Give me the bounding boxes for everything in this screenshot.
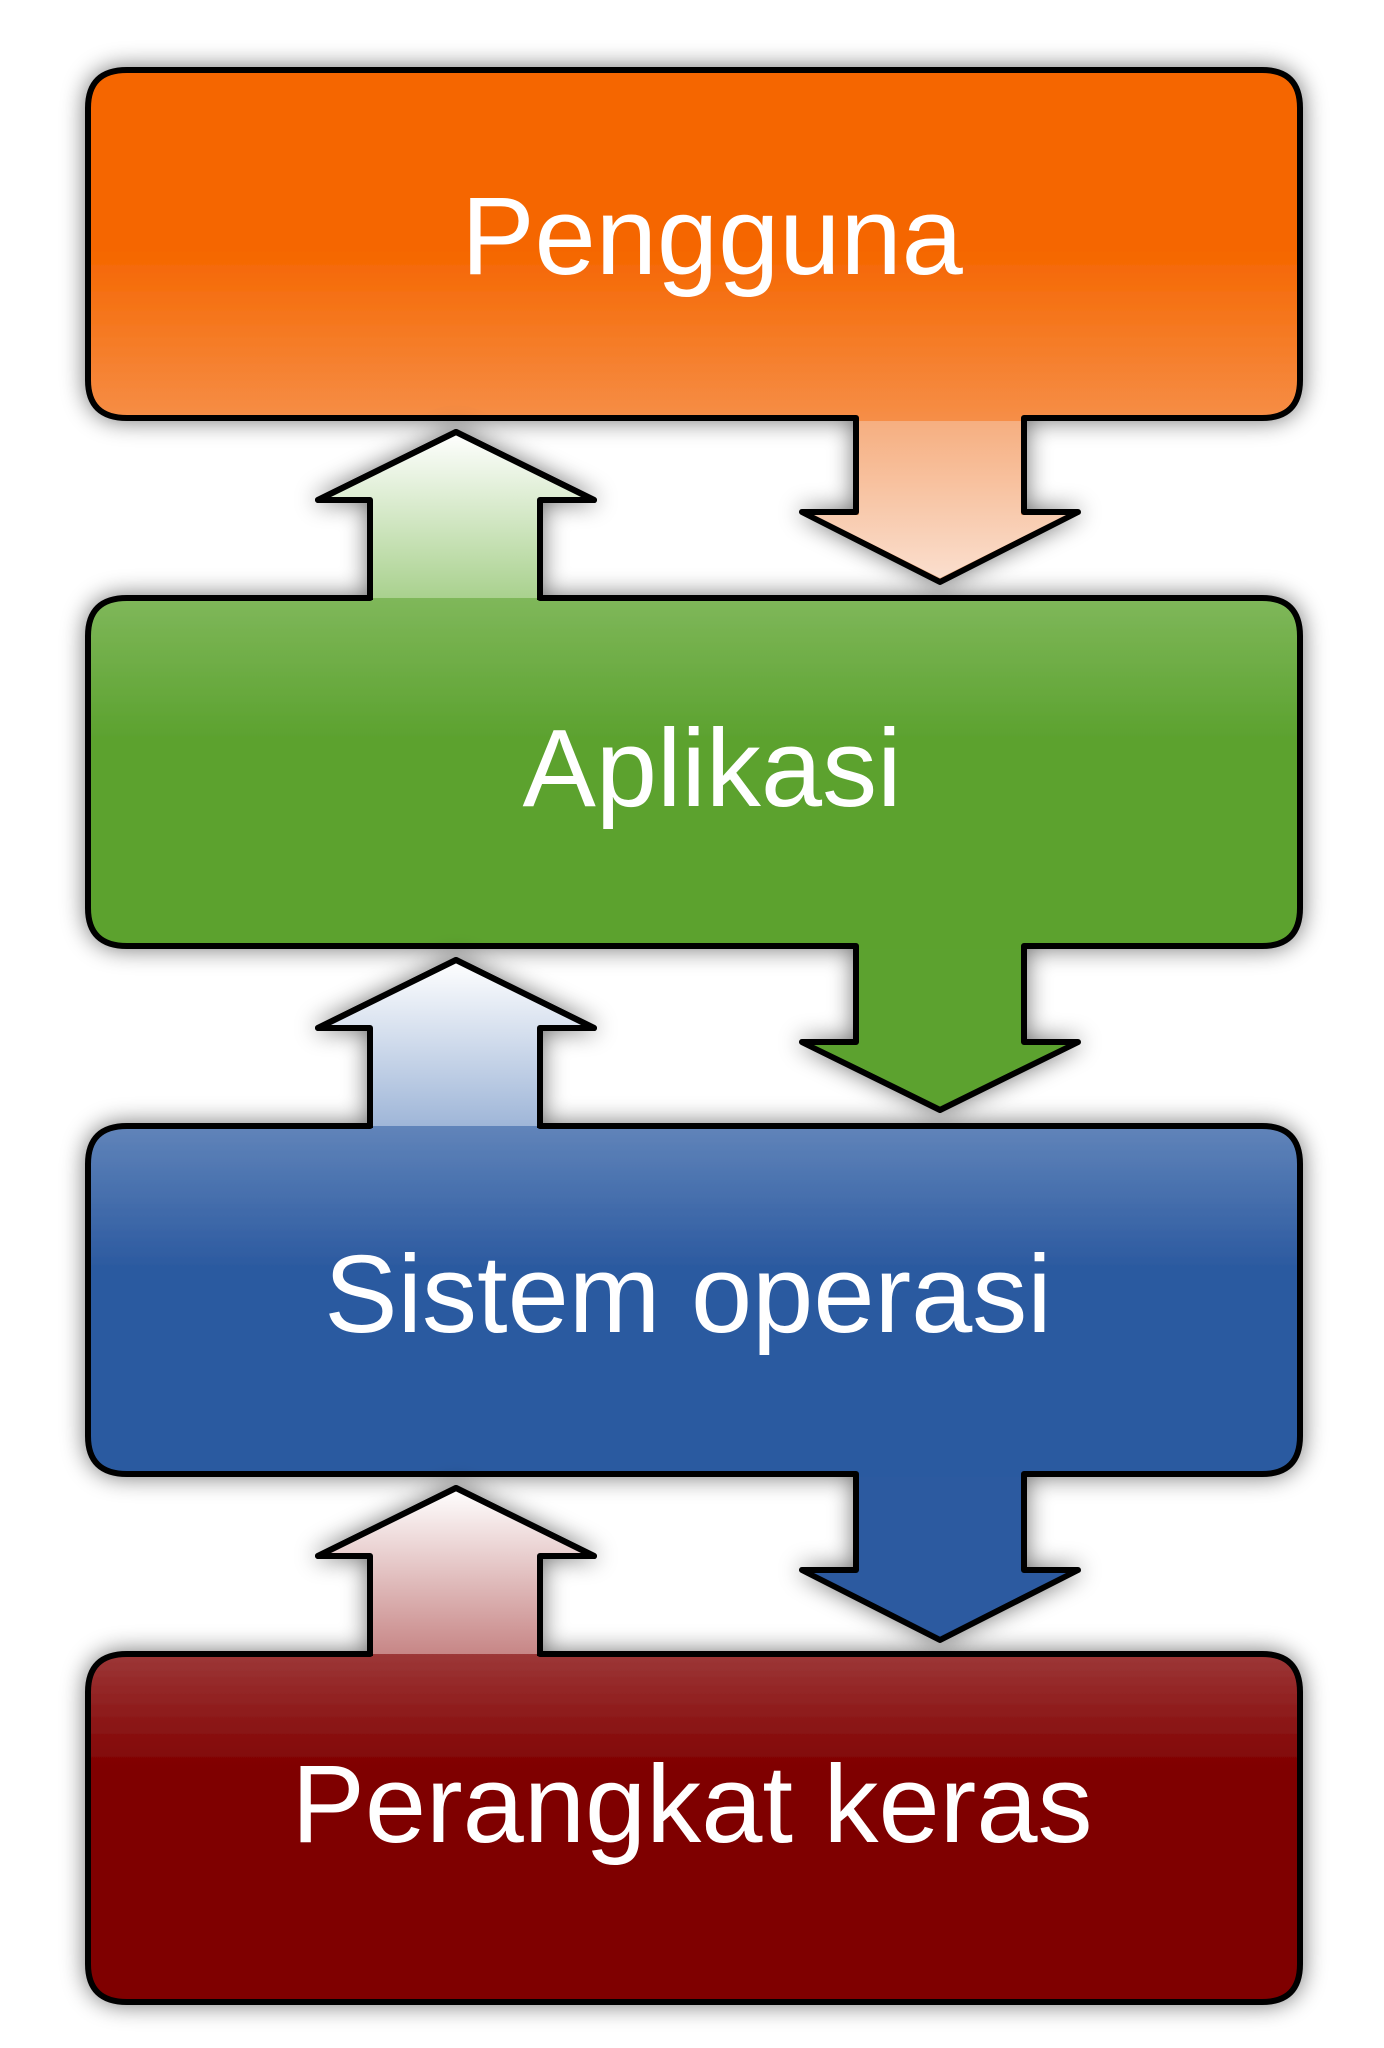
arrow-down-to-hardware: [814, 1477, 1066, 1636]
arrow-up-to-user-outline: [315, 429, 597, 600]
layer-user: [85, 67, 1303, 585]
layer-application-box: [85, 429, 1303, 1113]
layer-hardware-label: Perangkat keras: [292, 1743, 1093, 1866]
layer-operating-system-box: [85, 957, 1303, 1643]
layer-operating-system-label: Sistem operasi: [324, 1233, 1052, 1356]
arrow-up-to-application: [318, 960, 594, 1126]
layer-user-label: Pengguna: [461, 175, 963, 298]
arrow-down-to-operating-system: [814, 949, 1066, 1106]
layer-user-box: [85, 67, 1303, 585]
arrow-up-to-operating-system-outline: [315, 1485, 597, 1656]
layer-hardware: [85, 1485, 1303, 2005]
layer-operating-system: [85, 957, 1303, 1643]
arrow-up-to-operating-system: [318, 1488, 594, 1654]
arrow-up-to-application-outline: [315, 957, 597, 1128]
layer-application-label: Aplikasi: [522, 707, 901, 830]
arrow-up-to-user: [318, 432, 594, 598]
layer-application: [85, 429, 1303, 1113]
arrow-down-to-application: [814, 421, 1066, 578]
